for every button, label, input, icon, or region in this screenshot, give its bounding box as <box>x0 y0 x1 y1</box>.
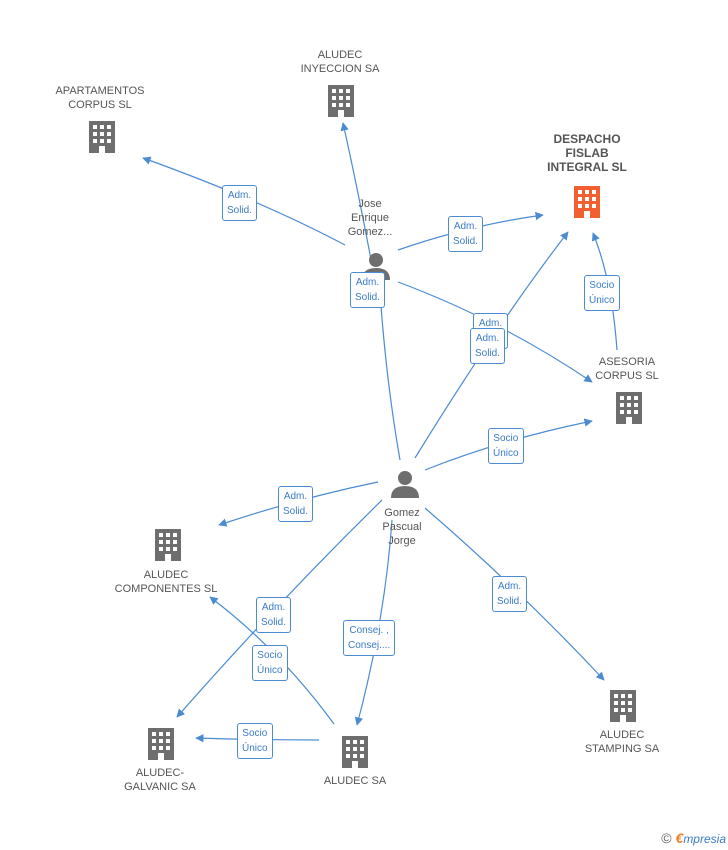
node-gomez[interactable]: Gomez Pascual Jorge <box>382 507 422 547</box>
building-icon-componentes <box>155 529 181 561</box>
node-aludecsa[interactable]: ALUDEC SA <box>323 775 387 787</box>
edge-jose-inyeccion <box>340 122 373 266</box>
node-componentes[interactable]: ALUDEC COMPONENTES SL <box>114 569 218 595</box>
node-apartamentos[interactable]: APARTAMENTOS CORPUS SL <box>55 85 145 111</box>
edge-label-asesoria-despacho[interactable]: Socio Único <box>584 275 620 311</box>
brand-e: € <box>675 830 684 846</box>
footer-brand: ©€mpresia <box>661 830 726 846</box>
person-icon-gomez <box>391 471 419 498</box>
node-asesoria[interactable]: ASESORIA CORPUS SL <box>595 356 659 382</box>
building-icon-galvanic <box>148 728 174 760</box>
node-despacho[interactable]: DESPACHO FISLAB INTEGRAL SL <box>547 132 627 174</box>
edge-label-gomez-stamping[interactable]: Adm. Solid. <box>492 576 528 612</box>
node-stamping[interactable]: ALUDEC STAMPING SA <box>584 729 660 755</box>
node-inyeccion[interactable]: ALUDEC INYECCION SA <box>300 49 380 75</box>
node-galvanic[interactable]: ALUDEC- GALVANIC SA <box>124 767 196 793</box>
edge-label-gomez-componentes[interactable]: Adm. Solid. <box>278 486 314 522</box>
building-icon-inyeccion <box>328 85 354 117</box>
edge-label-gomez-despacho[interactable]: Adm. Solid. <box>470 328 506 364</box>
building-icon-stamping <box>610 690 636 722</box>
node-jose[interactable]: Jose Enrique Gomez... <box>347 198 393 238</box>
building-icon-despacho <box>574 186 600 218</box>
edge-label-aludecsa-componentes[interactable]: Socio Único <box>252 645 288 681</box>
edge-label-jose-despacho[interactable]: Adm. Solid. <box>448 216 484 252</box>
copyright-icon: © <box>661 830 672 846</box>
edge-label-jose-inyeccion[interactable]: Adm. Solid. <box>350 272 386 308</box>
edge-label-jose-apartamentos[interactable]: Adm. Solid. <box>222 185 258 221</box>
edge-label-gomez-aludecsa[interactable]: Consej. , Consej.... <box>343 620 396 656</box>
edge-label-gomez-galvanic[interactable]: Adm. Solid. <box>256 597 292 633</box>
edge-label-aludecsa-galvanic[interactable]: Socio Único <box>237 723 273 759</box>
edge-jose-gomez <box>379 291 401 461</box>
brand-name: mpresia <box>683 832 726 846</box>
building-icon-asesoria <box>616 392 642 424</box>
building-icon-aludecsa <box>342 736 368 768</box>
building-icon-apartamentos <box>89 121 115 153</box>
edge-label-gomez-asesoria[interactable]: Socio Único <box>488 428 524 464</box>
